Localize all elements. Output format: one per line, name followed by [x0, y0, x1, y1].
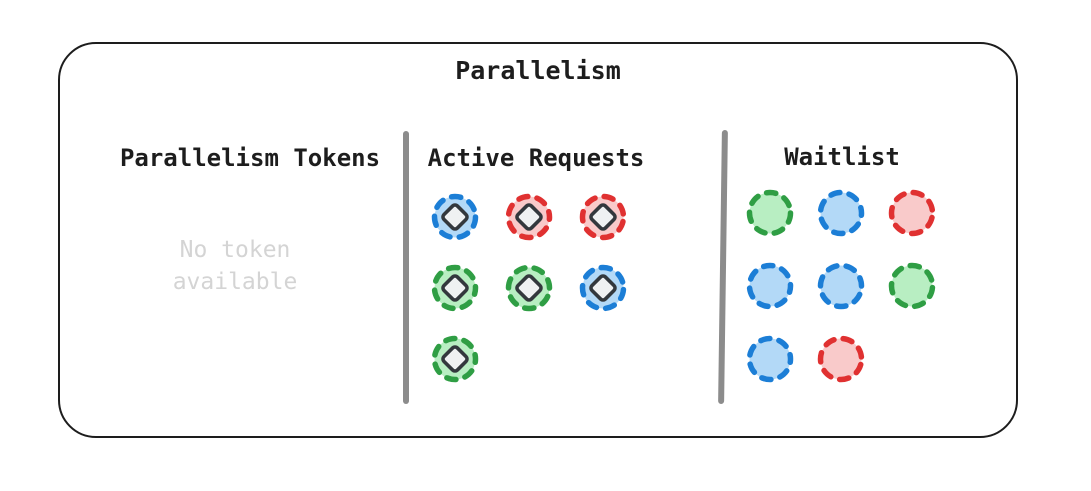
dashed-circle-icon: [746, 262, 794, 310]
waitlist-grid: [744, 187, 938, 385]
dashed-circle-icon: [817, 189, 865, 237]
waitlist-request-chip-blue: [817, 262, 865, 310]
chip-row: [429, 191, 629, 243]
diagram-title: Parallelism: [455, 56, 621, 85]
active-request-chip-green: [431, 335, 479, 383]
active-request-chip-green: [431, 264, 479, 312]
waitlist-request-chip-red: [817, 335, 865, 383]
chip-row: [429, 262, 629, 314]
request-diamond-icon: [515, 203, 543, 231]
active-requests-grid: [429, 191, 629, 385]
active-request-chip-red: [505, 193, 553, 241]
request-diamond-icon: [441, 203, 469, 231]
tokens-section-heading: Parallelism Tokens: [119, 144, 381, 172]
active-request-chip-blue: [431, 193, 479, 241]
chip-row: [744, 260, 938, 312]
chip-row: [744, 187, 938, 239]
request-diamond-icon: [589, 203, 617, 231]
active-request-chip-blue: [579, 264, 627, 312]
active-request-chip-green: [505, 264, 553, 312]
active-requests-heading: Active Requests: [427, 144, 645, 172]
dashed-circle-icon: [746, 335, 794, 383]
waitlist-request-chip-red: [888, 189, 936, 237]
dashed-circle-icon: [888, 262, 936, 310]
dashed-circle-icon: [817, 335, 865, 383]
dashed-circle-icon: [817, 262, 865, 310]
waitlist-request-chip-blue: [817, 189, 865, 237]
request-diamond-icon: [515, 274, 543, 302]
dashed-circle-icon: [746, 189, 794, 237]
waitlist-request-chip-blue: [746, 262, 794, 310]
chip-row: [429, 333, 629, 385]
waitlist-request-chip-blue: [746, 335, 794, 383]
dashed-circle-icon: [888, 189, 936, 237]
no-token-available-message: No token available: [172, 237, 298, 295]
request-diamond-icon: [441, 345, 469, 373]
active-request-chip-red: [579, 193, 627, 241]
waitlist-request-chip-green: [746, 189, 794, 237]
chip-row: [744, 333, 938, 385]
waitlist-heading: Waitlist: [784, 143, 900, 171]
waitlist-request-chip-green: [888, 262, 936, 310]
request-diamond-icon: [589, 274, 617, 302]
request-diamond-icon: [441, 274, 469, 302]
divider-tokens-active: [403, 131, 409, 404]
